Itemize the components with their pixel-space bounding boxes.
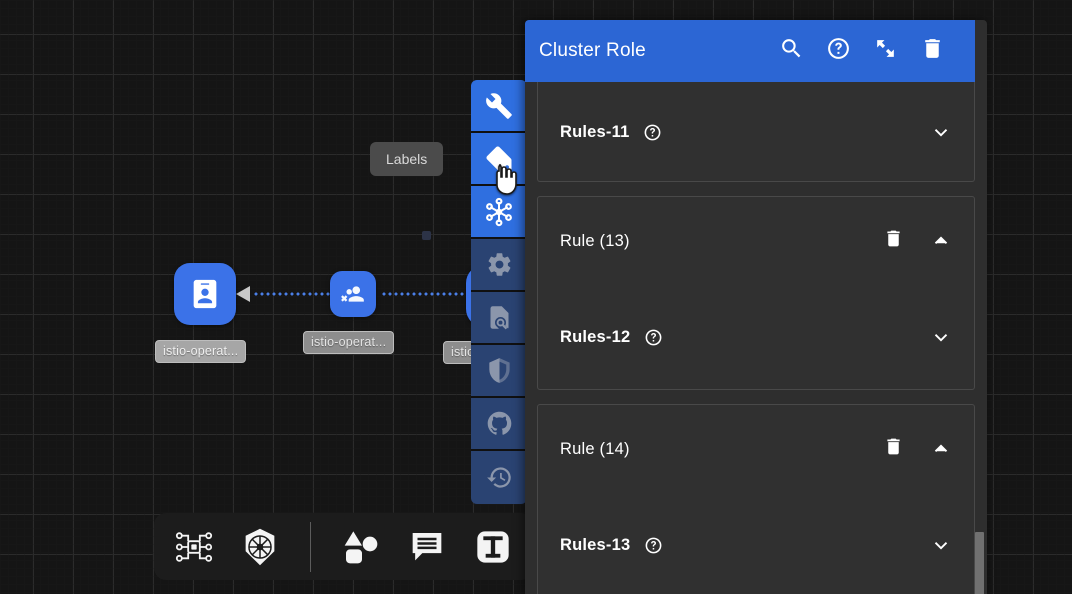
rule-title: Rule (13) xyxy=(560,231,630,250)
cluster-role-panel: Cluster Role xyxy=(525,20,987,594)
toolbar-item-wrench[interactable] xyxy=(471,80,527,133)
canvas-stray-dot xyxy=(422,231,431,240)
rule-actions xyxy=(883,228,952,254)
scrollbar-thumb[interactable] xyxy=(975,532,984,594)
toolbar-item-settings[interactable] xyxy=(471,239,527,292)
rules-row[interactable]: Rules-13 xyxy=(538,493,974,594)
toolbar-item-inspect[interactable] xyxy=(471,292,527,345)
kubernetes-icon xyxy=(245,528,275,565)
graph-edge-1 xyxy=(253,292,349,296)
network-hub-icon xyxy=(486,197,512,226)
node-label-service-account: istio-operat... xyxy=(155,340,247,363)
tag-icon xyxy=(486,146,512,171)
toolbar-item-github[interactable] xyxy=(471,398,527,451)
help-icon[interactable] xyxy=(826,36,851,66)
left-vertical-toolbar xyxy=(471,80,527,504)
panel-body[interactable]: Rules-11 xyxy=(525,82,987,594)
toolbar-item-topology[interactable] xyxy=(471,186,527,239)
toolbar-item-history[interactable] xyxy=(471,451,527,504)
comment-icon xyxy=(412,532,442,560)
wrench-icon xyxy=(486,92,512,119)
bottom-item-comment[interactable] xyxy=(405,525,449,569)
shapes-icon xyxy=(344,530,378,563)
rule-title: Rule (14) xyxy=(560,439,630,458)
node-label-role-binding: istio-operat... xyxy=(303,331,395,354)
node-role-binding[interactable] xyxy=(330,271,376,317)
panel-scroll-content: Rules-11 xyxy=(525,82,987,594)
bottom-toolbar xyxy=(154,513,533,580)
rule-row[interactable]: Rule (14) xyxy=(538,405,974,493)
panel-header: Cluster Role xyxy=(525,20,975,82)
rules-row[interactable]: Rules-12 xyxy=(538,285,974,389)
chevron-down-icon[interactable] xyxy=(930,534,952,556)
section-card: Rule (13) xyxy=(537,196,975,390)
id-badge-icon xyxy=(193,279,217,309)
text-tool-icon xyxy=(477,530,509,563)
bottom-item-kubernetes[interactable] xyxy=(238,525,282,569)
section-card: Rules-11 xyxy=(537,82,975,182)
toolbar-divider xyxy=(310,521,311,572)
history-icon xyxy=(486,467,511,488)
bottom-item-nodes[interactable] xyxy=(172,525,216,569)
rules-row[interactable]: Rules-11 xyxy=(538,82,974,182)
rule-row[interactable]: Rule (13) xyxy=(538,197,974,285)
page-title: Cluster Role xyxy=(539,40,646,61)
circuit-node-icon xyxy=(175,531,213,562)
rule-actions xyxy=(883,436,952,462)
bottom-item-text[interactable] xyxy=(471,525,515,569)
expand-icon[interactable] xyxy=(873,36,898,66)
document-search-icon xyxy=(490,306,508,330)
labels-tooltip: Labels xyxy=(370,142,444,176)
rules-title: Rules-11 xyxy=(560,122,630,141)
chevron-up-icon[interactable] xyxy=(930,438,952,460)
add-group-icon xyxy=(341,286,364,302)
toolbar-item-security[interactable] xyxy=(471,345,527,398)
section-card: Rule (14) xyxy=(537,404,975,594)
graph-edge-2 xyxy=(381,292,481,296)
search-icon[interactable] xyxy=(779,36,804,66)
help-icon[interactable] xyxy=(644,328,663,347)
shield-icon xyxy=(488,358,510,383)
chevron-up-icon[interactable] xyxy=(930,230,952,252)
graph-edge-arrow-1 xyxy=(236,286,250,302)
panel-actions xyxy=(779,36,959,66)
rules-title: Rules-13 xyxy=(560,535,631,554)
chevron-down-icon[interactable] xyxy=(930,121,952,143)
panel-scrollbar[interactable] xyxy=(973,144,985,594)
help-icon[interactable] xyxy=(643,123,662,142)
toolbar-item-labels[interactable] xyxy=(471,133,527,186)
rules-title: Rules-12 xyxy=(560,327,631,346)
node-service-account[interactable] xyxy=(174,263,236,325)
github-icon xyxy=(487,411,511,435)
delete-icon[interactable] xyxy=(883,228,904,254)
delete-icon[interactable] xyxy=(920,36,945,66)
delete-icon[interactable] xyxy=(883,436,904,462)
gear-icon xyxy=(488,253,510,276)
bottom-item-shapes[interactable] xyxy=(339,525,383,569)
help-icon[interactable] xyxy=(644,536,663,555)
chevron-down-icon[interactable] xyxy=(930,326,952,348)
